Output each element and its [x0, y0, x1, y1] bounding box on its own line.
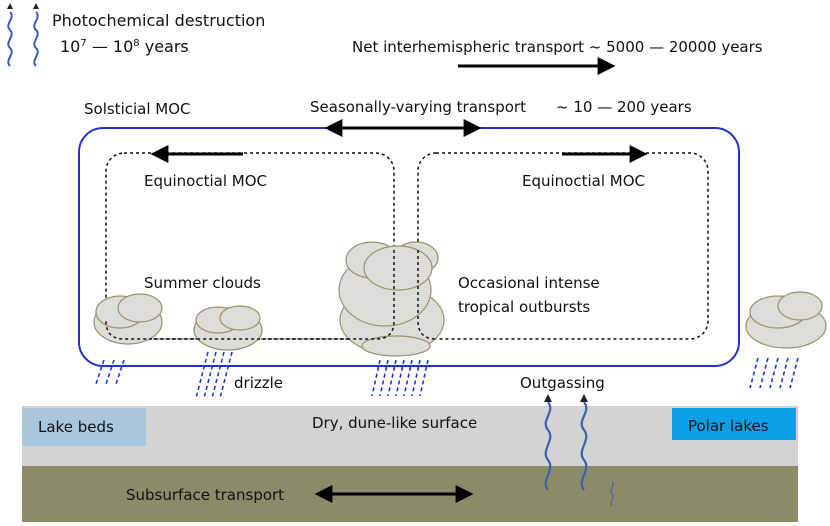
- small-subsurface-wave-icon: [610, 481, 614, 507]
- lake-beds-label: Lake beds: [38, 418, 114, 436]
- polar-lakes-patch: [672, 408, 796, 440]
- tropical-outbursts-line2: tropical outbursts: [458, 298, 590, 316]
- net-transport-label: Net interhemispheric transport ~ 5000 — …: [352, 38, 763, 56]
- seasonal-timescale-label: ~ 10 — 200 years: [556, 98, 692, 116]
- equinoctial-moc-right-label: Equinoctial MOC: [522, 172, 645, 190]
- drizzle-label: drizzle: [234, 374, 283, 392]
- summer-clouds-label: Summer clouds: [144, 274, 261, 292]
- subsurface-transport-label: Subsurface transport: [126, 486, 284, 504]
- cloud-tropical: [338, 241, 445, 357]
- lake-beds-patch: [22, 408, 146, 446]
- seasonal-transport-label: Seasonally-varying transport: [310, 98, 526, 116]
- surface-layer: [22, 406, 798, 466]
- dry-surface-label: Dry, dune-like surface: [312, 414, 477, 432]
- photochemical-wave-icon: [7, 11, 39, 67]
- cloud-drizzle: [193, 305, 263, 351]
- outgassing-wave-icon: [544, 401, 588, 491]
- photochem-title: Photochemical destruction: [52, 11, 265, 30]
- photochem-range: 107 — 108 years: [60, 37, 189, 56]
- outgassing-label: Outgassing: [520, 374, 605, 392]
- solsticial-moc-label: Solsticial MOC: [84, 100, 191, 118]
- rain-streaks: [95, 351, 799, 399]
- cloud-left: [93, 293, 163, 345]
- tropical-outbursts-line1: Occasional intense: [458, 274, 600, 292]
- equinoctial-moc-left-label: Equinoctial MOC: [144, 172, 267, 190]
- cloud-right: [745, 291, 827, 349]
- polar-lakes-label: Polar lakes: [688, 417, 769, 435]
